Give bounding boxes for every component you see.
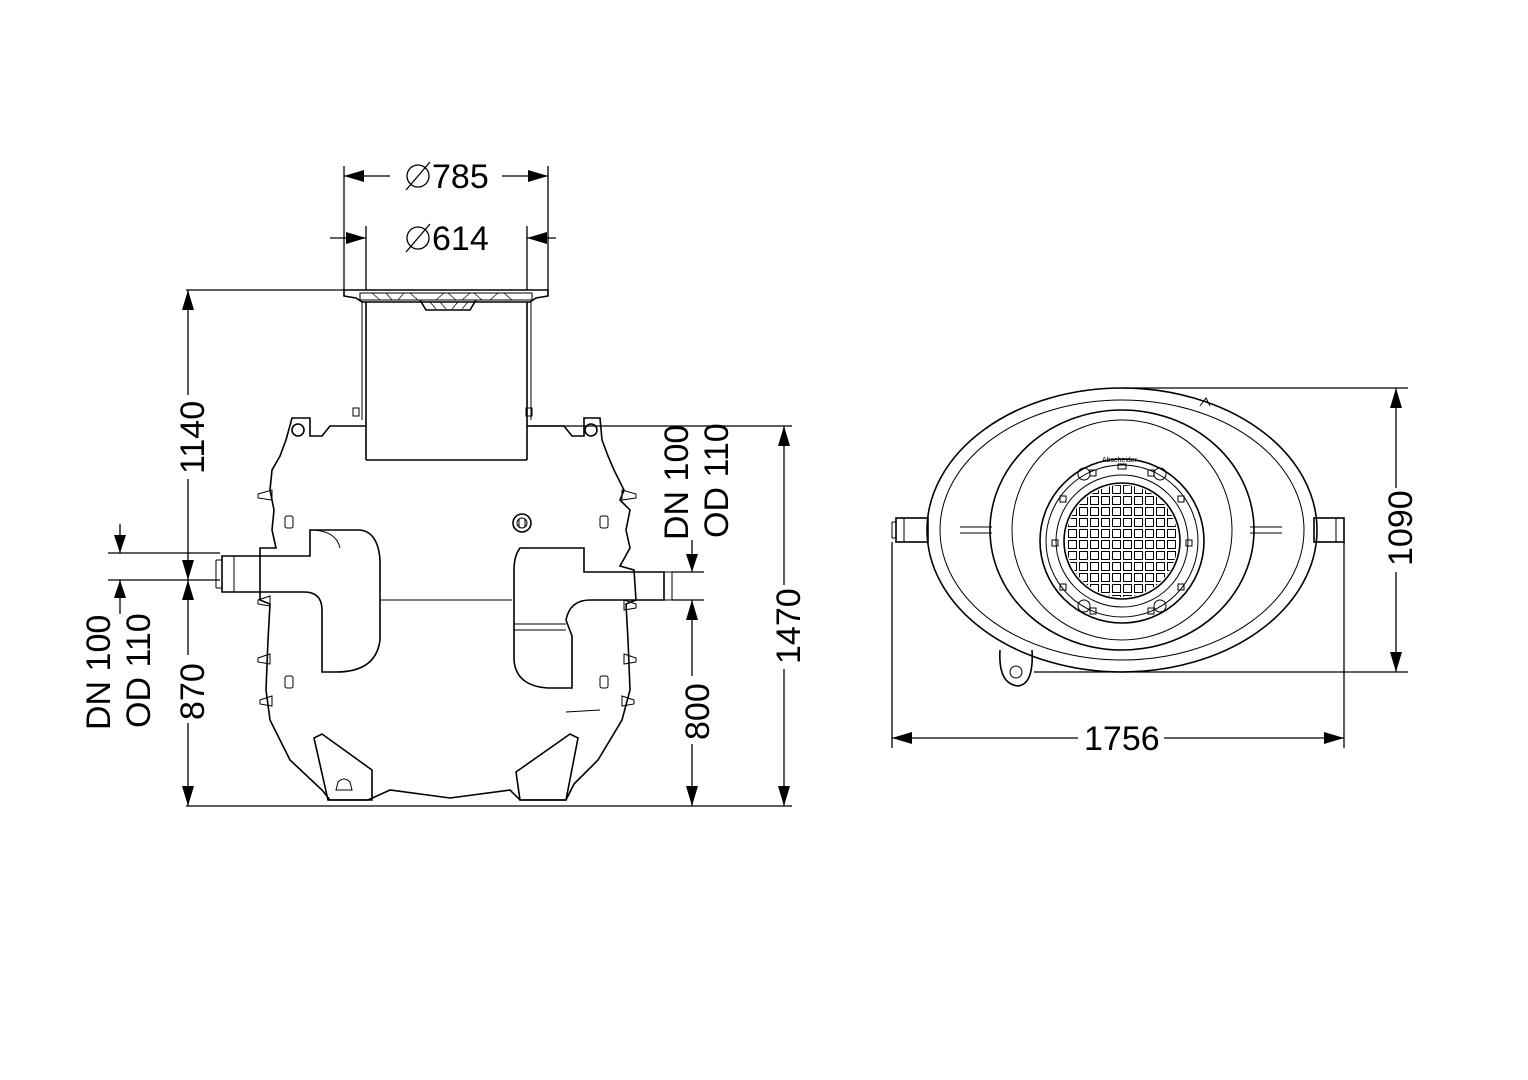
dim-diameter-785: 785 <box>343 158 549 290</box>
dim-diameter-614: 614 <box>330 220 556 290</box>
diameter-icon <box>405 161 431 191</box>
dim-label-785: 785 <box>432 158 489 196</box>
pipe-left-od-label: OD 110 <box>120 613 158 728</box>
dim-height-1090: 1090 <box>1034 387 1420 673</box>
diameter-icon <box>405 223 431 253</box>
dim-label-1756: 1756 <box>1084 720 1160 758</box>
side-elevation: 785 614 1140 <box>80 158 808 807</box>
pipe-size-left: DN 100 OD 110 <box>80 524 158 730</box>
dim-height-870: 870 <box>108 552 220 806</box>
dim-label-614: 614 <box>432 220 489 258</box>
dim-label-1090: 1090 <box>1382 490 1420 566</box>
cover-frame <box>343 289 549 311</box>
pipe-right-dn-label: DN 100 <box>658 425 696 540</box>
outlet-pipe <box>513 547 673 689</box>
inlet-stub-plan <box>891 517 929 543</box>
lifting-eye-plan <box>999 649 1034 687</box>
riser-shaft <box>352 302 533 461</box>
dim-height-1140: 1140 <box>172 289 344 580</box>
dim-label-800: 800 <box>679 683 717 740</box>
dim-width-1756: 1756 <box>891 542 1345 758</box>
cover-inscription: Abscheider <box>1102 457 1138 464</box>
manhole-cover <box>1039 458 1205 624</box>
dim-label-1470: 1470 <box>770 588 808 664</box>
pipe-left-dn-label: DN 100 <box>80 615 118 730</box>
inlet-pipe <box>215 529 381 673</box>
dim-height-1470: 1470 <box>530 425 808 806</box>
pipe-size-right: DN 100 OD 110 <box>658 423 736 572</box>
dim-height-800: 800 <box>672 571 717 806</box>
dim-label-870: 870 <box>174 663 212 720</box>
plan-view: Abscheider 1090 <box>891 387 1420 758</box>
dim-label-1140: 1140 <box>174 401 212 474</box>
tank-body <box>257 417 637 801</box>
pipe-right-od-label: OD 110 <box>698 423 736 538</box>
outlet-stub-plan <box>1313 517 1345 543</box>
